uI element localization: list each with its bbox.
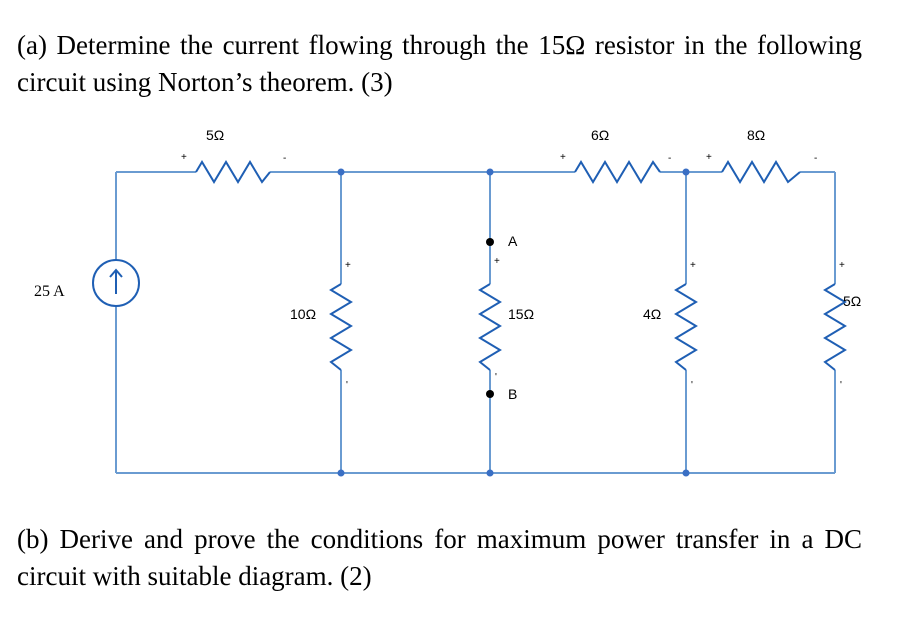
terminal-b-label: B <box>508 386 517 402</box>
node-top-15 <box>486 168 494 176</box>
terminal-a-dot <box>486 238 494 246</box>
polarity-plus-5: + <box>839 260 845 271</box>
polarity-minus-5: ' <box>840 380 842 391</box>
label-r-shunt-10: 10Ω <box>290 306 316 322</box>
label-r-load-15: 15Ω <box>508 306 534 322</box>
label-r-top-left: 5Ω <box>206 127 224 143</box>
polarity-plus-top-mid: + <box>560 152 566 163</box>
polarity-plus-4: + <box>690 260 696 271</box>
terminal-b-dot <box>486 390 494 398</box>
polarity-minus-top-left: - <box>283 153 286 164</box>
resistor-load-15 <box>478 283 502 371</box>
resistor-shunt-4 <box>674 283 698 371</box>
node-top-10 <box>337 168 345 176</box>
polarity-plus-top-left: + <box>181 152 187 163</box>
current-source <box>92 259 140 307</box>
polarity-minus-top-right: - <box>814 153 817 164</box>
question-b: (b) Derive and prove the conditions for … <box>17 524 862 591</box>
node-top-4 <box>682 168 690 176</box>
polarity-plus-10: + <box>345 260 351 271</box>
resistor-top-right <box>721 160 801 184</box>
terminal-a-label: A <box>508 233 518 249</box>
node-bottom-10 <box>337 469 345 477</box>
node-bottom-4 <box>682 469 690 477</box>
resistor-shunt-5 <box>823 283 847 371</box>
arrow-up-icon <box>109 268 123 294</box>
label-r-top-mid: 6Ω <box>591 127 609 143</box>
label-r-top-right: 8Ω <box>747 127 765 143</box>
source-label: 25 A <box>34 283 65 300</box>
label-r-shunt-4: 4Ω <box>643 306 661 322</box>
node-bottom-15 <box>486 469 494 477</box>
polarity-plus-top-right: + <box>706 152 712 163</box>
resistor-top-left <box>195 160 271 184</box>
label-r-shunt-5: 5Ω <box>843 293 861 309</box>
question-a: (a) Determine the current flowing throug… <box>17 30 862 97</box>
resistor-top-mid <box>574 160 661 184</box>
polarity-minus-10: ' <box>346 380 348 391</box>
polarity-minus-4: ' <box>691 380 693 391</box>
circuit-diagram: 25 A A B 5Ω 6Ω 8Ω 10Ω 15Ω 4Ω 5Ω + - + - … <box>34 127 861 477</box>
polarity-minus-top-mid: - <box>668 153 671 164</box>
resistor-shunt-10 <box>329 283 353 371</box>
polarity-minus-15: ' <box>495 372 497 383</box>
polarity-plus-15: + <box>494 256 500 267</box>
